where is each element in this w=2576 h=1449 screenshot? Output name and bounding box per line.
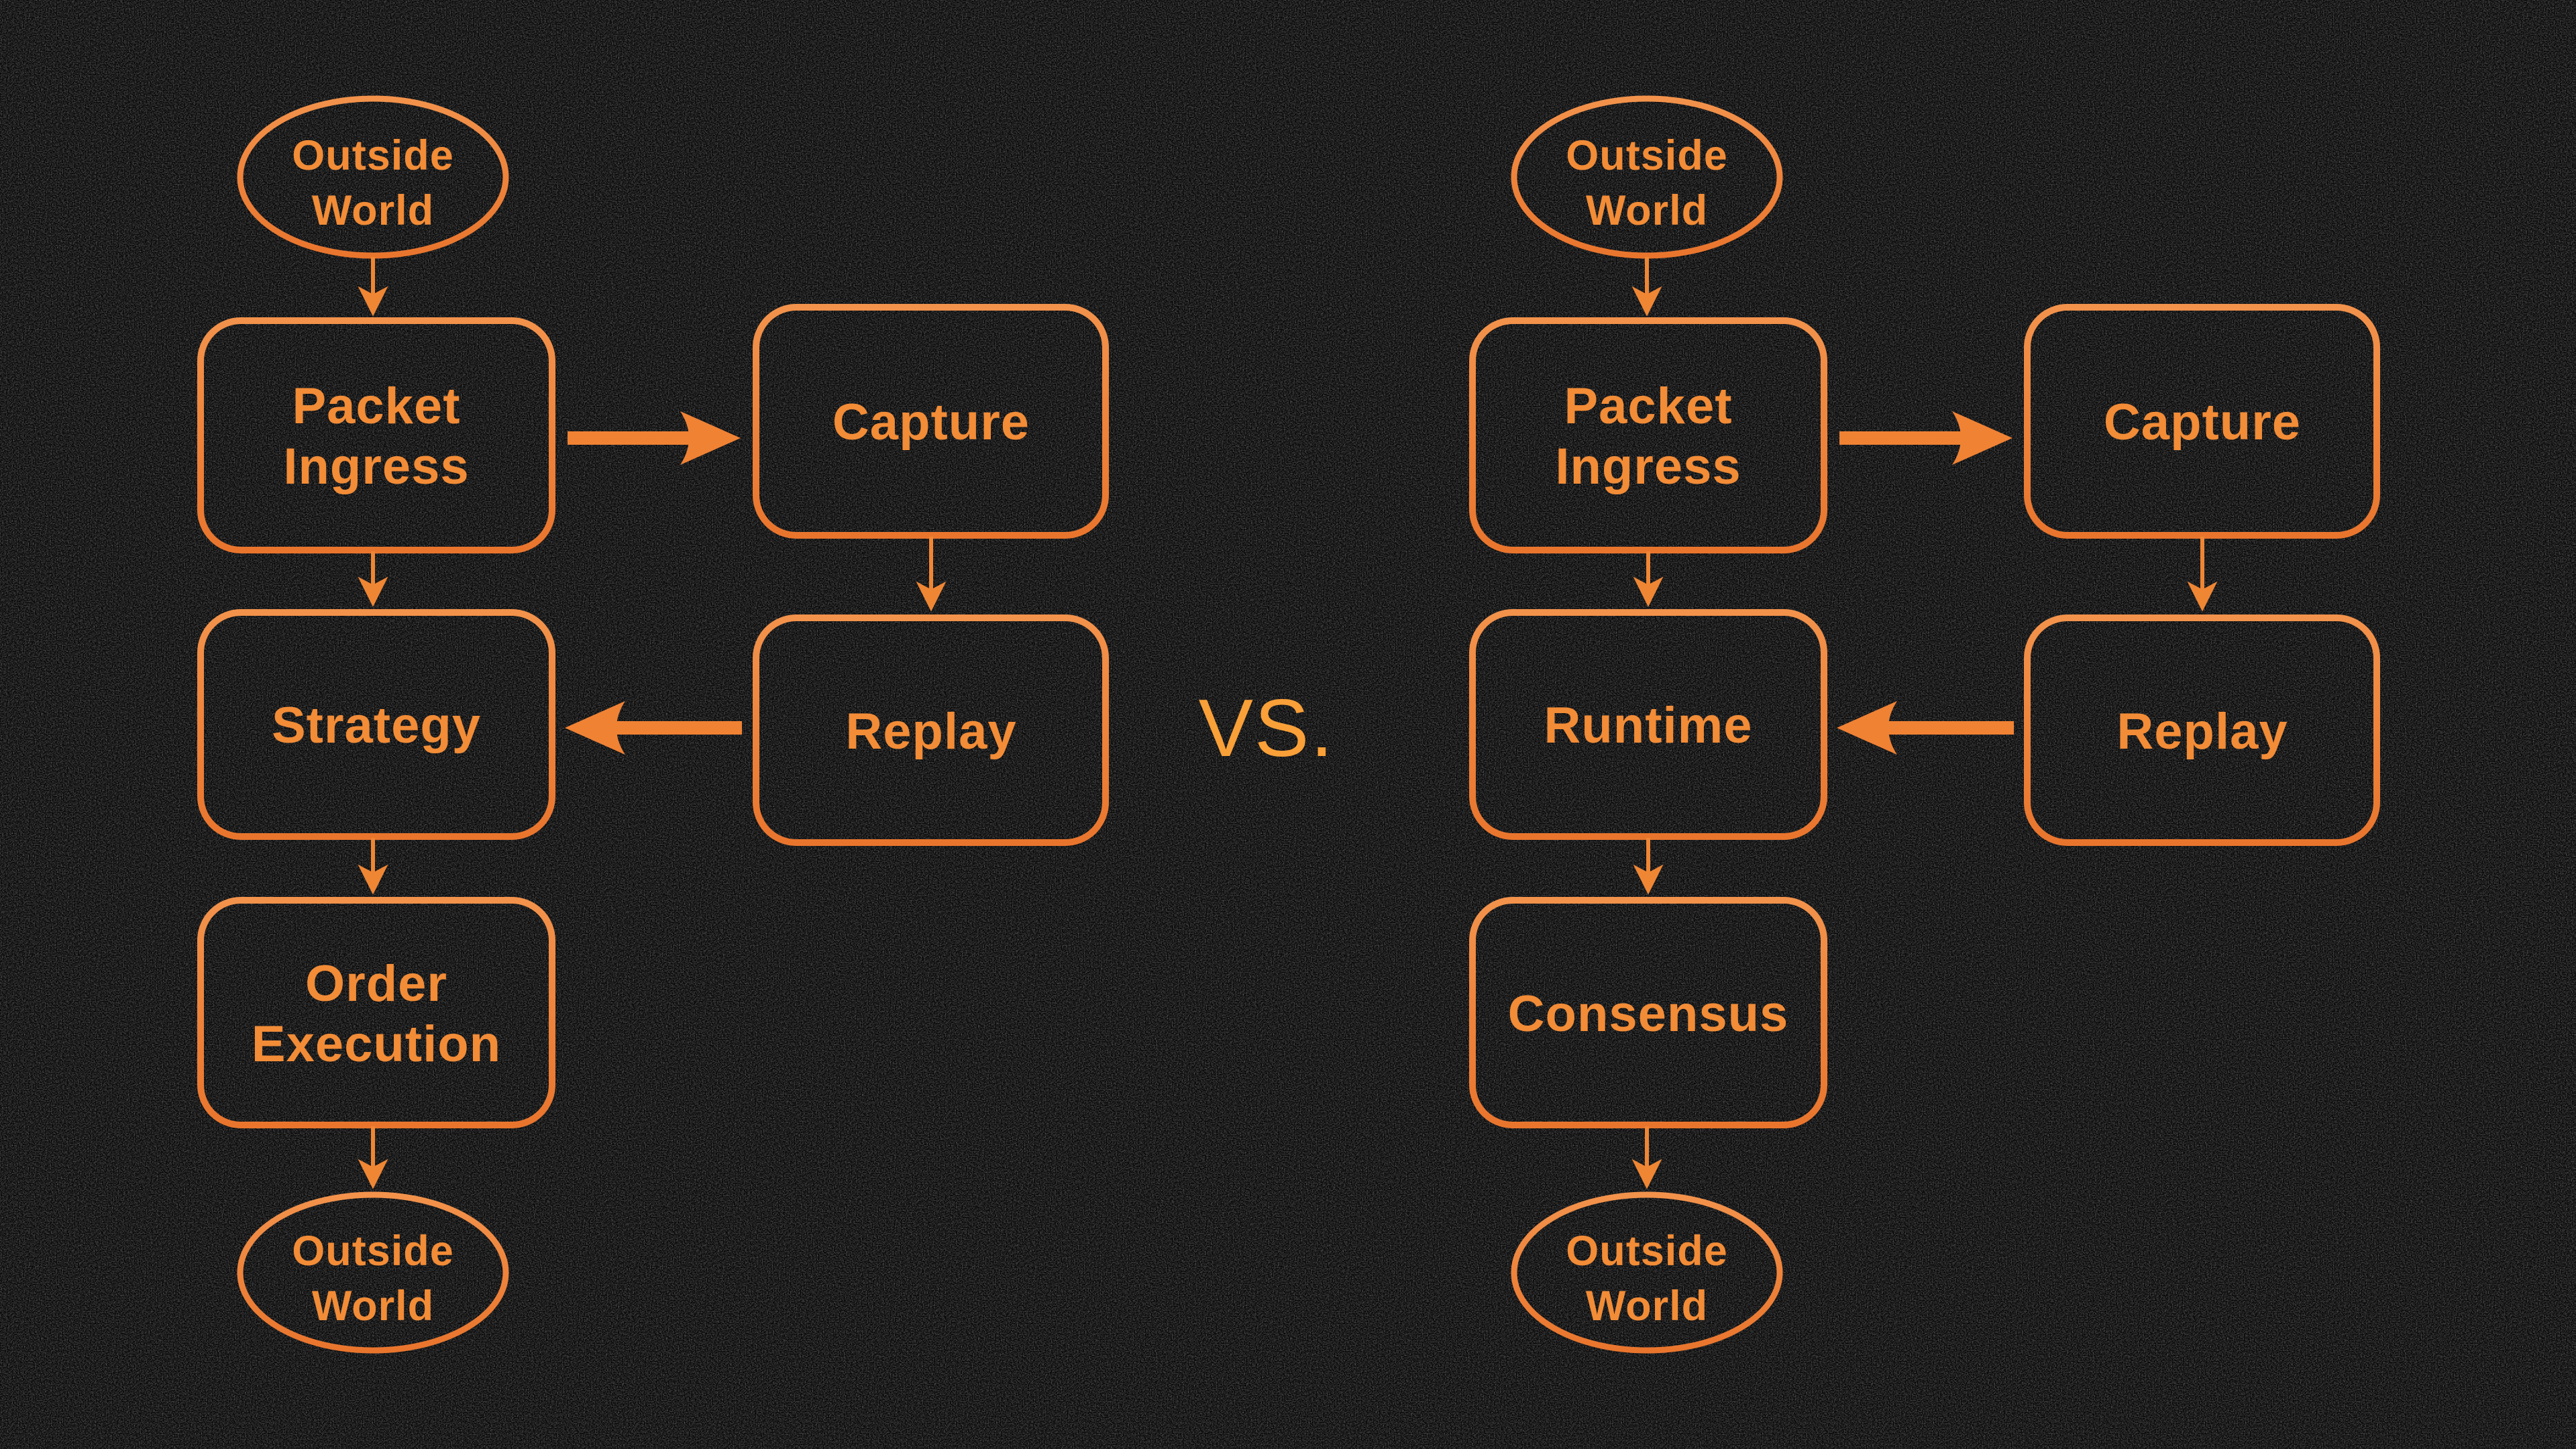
- left-node-capture: [753, 304, 1109, 539]
- right-terminal-top-label-line1: Outside: [1566, 132, 1728, 179]
- left-capture-label: Capture: [833, 394, 1030, 451]
- right-terminal-top-label-line2: World: [1586, 187, 1708, 234]
- left-order-execution-label-line1: Order: [305, 955, 447, 1012]
- right-replay-label: Replay: [2116, 703, 2288, 760]
- left-node-replay: [753, 614, 1109, 846]
- right-capture-label: Capture: [2104, 394, 2301, 451]
- right-node-consensus: [1469, 897, 1827, 1128]
- left-terminal-bottom-label-line1: Outside: [292, 1228, 454, 1275]
- right-terminal-bottom-ellipse: [1511, 1191, 1783, 1354]
- vs-divider-label: VS.: [1199, 682, 1335, 773]
- right-runtime-label: Runtime: [1544, 697, 1753, 754]
- right-terminal-top-ellipse: [1511, 95, 1783, 259]
- right-flow: Outside World Packet Ingress Capture Rep…: [1469, 95, 2380, 1354]
- left-packet-ingress-label-line1: Packet: [292, 378, 460, 435]
- right-node-runtime: [1469, 609, 1827, 840]
- right-arrow-replay-to-runtime-head: [1837, 701, 1897, 755]
- right-consensus-label: Consensus: [1508, 985, 1789, 1042]
- right-node-capture: [2024, 304, 2380, 539]
- right-arrow-ingress-to-capture-head: [1952, 411, 2012, 465]
- left-arrow-replay-to-strategy-head: [565, 701, 625, 755]
- left-node-order-execution: [197, 897, 555, 1128]
- right-packet-ingress-label-line1: Packet: [1564, 378, 1732, 435]
- left-flow: Outside World Packet Ingress Capture Rep…: [197, 95, 1109, 1354]
- left-node-strategy: [197, 609, 555, 840]
- left-order-execution-label-line2: Execution: [252, 1016, 501, 1073]
- left-terminal-top-label-line2: World: [312, 187, 434, 234]
- right-node-packet-ingress: [1469, 317, 1827, 553]
- right-terminal-bottom-label-line1: Outside: [1566, 1228, 1728, 1275]
- left-arrow-ingress-to-capture-head: [680, 411, 741, 465]
- left-replay-label: Replay: [845, 703, 1016, 760]
- left-terminal-bottom-ellipse: [237, 1191, 509, 1354]
- right-packet-ingress-label-line2: Ingress: [1555, 438, 1741, 495]
- left-packet-ingress-label-line2: Ingress: [283, 438, 469, 495]
- left-terminal-bottom-label-line2: World: [312, 1283, 434, 1330]
- right-terminal-bottom-label-line2: World: [1586, 1283, 1708, 1330]
- left-node-packet-ingress: [197, 317, 555, 553]
- right-node-replay: [2024, 614, 2380, 846]
- left-terminal-top-label-line1: Outside: [292, 132, 454, 179]
- left-terminal-top-ellipse: [237, 95, 509, 259]
- left-strategy-label: Strategy: [272, 697, 481, 754]
